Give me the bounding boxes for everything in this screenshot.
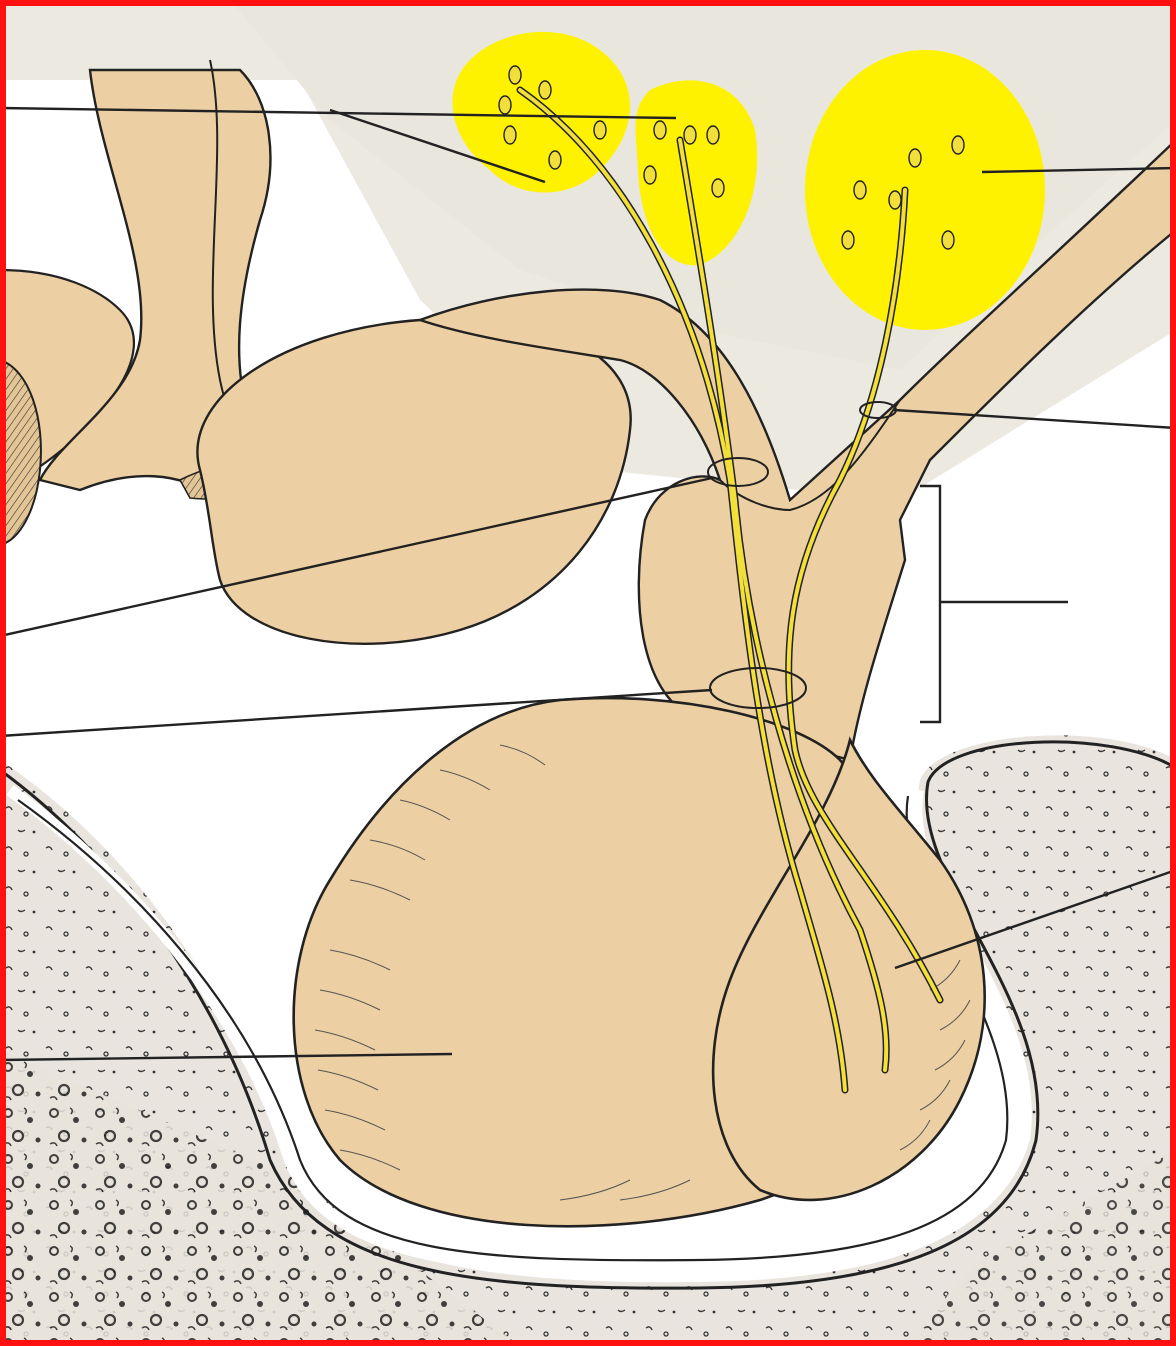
neuron-cluster-right	[805, 50, 1045, 330]
